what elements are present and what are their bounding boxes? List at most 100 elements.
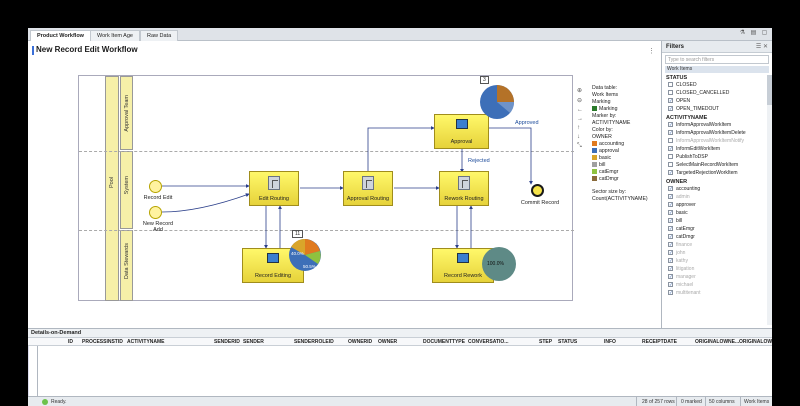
commit-record-event[interactable] bbox=[531, 184, 544, 197]
filter-search-input[interactable]: Type to search filters bbox=[665, 55, 769, 64]
tab-product-workflow[interactable]: Product Workflow bbox=[30, 30, 91, 41]
legend-item-basic[interactable]: basic bbox=[592, 155, 660, 162]
column-header[interactable]: STEP bbox=[539, 339, 553, 345]
filter-section-activity[interactable]: ACTIVITYNAME bbox=[666, 115, 708, 121]
activity-filter-item[interactable]: InformApprovalWorkItemNotify bbox=[662, 137, 772, 145]
owner-filter-item[interactable]: ✓catDmgr bbox=[662, 233, 772, 241]
checkbox[interactable]: ✓ bbox=[668, 290, 673, 296]
approval-pie-chart[interactable] bbox=[479, 84, 515, 120]
owner-filter-item[interactable]: ✓basic bbox=[662, 209, 772, 217]
activity-filter-item[interactable]: ✓TargetedRejectionWorkItem bbox=[662, 169, 772, 177]
checkbox[interactable]: ✓ bbox=[668, 106, 673, 112]
record-rework-pie-chart[interactable] bbox=[481, 246, 517, 282]
column-header[interactable]: SENDER bbox=[243, 339, 264, 345]
checkbox[interactable] bbox=[668, 162, 673, 168]
filter-section-status[interactable]: STATUS bbox=[666, 75, 688, 81]
checkbox[interactable]: ✓ bbox=[668, 234, 673, 240]
checkbox[interactable]: ✓ bbox=[668, 218, 673, 224]
checkbox[interactable]: ✓ bbox=[668, 194, 673, 200]
owner-filter-item[interactable]: ✓bill bbox=[662, 217, 772, 225]
column-header[interactable]: ID bbox=[68, 339, 73, 345]
filter-panel-icon[interactable]: ⚗ bbox=[739, 30, 746, 36]
checkbox[interactable]: ✓ bbox=[668, 274, 673, 280]
pan-up-icon[interactable]: ↑ bbox=[577, 125, 580, 131]
owner-filter-item[interactable]: ✓finance bbox=[662, 241, 772, 249]
status-table[interactable]: Work Items bbox=[744, 399, 770, 405]
column-header[interactable]: ORIGINALOW bbox=[739, 339, 772, 345]
activity-filter-item[interactable]: ✓InformApprovalWorkItem bbox=[662, 121, 772, 129]
status-filter-item[interactable]: ✓OPEN bbox=[662, 97, 772, 105]
column-header[interactable]: CONVERSATIO... bbox=[468, 339, 509, 345]
layout-icon[interactable]: ▤ bbox=[750, 30, 757, 36]
edit-routing-task[interactable]: Edit Routing bbox=[249, 171, 299, 206]
checkbox[interactable]: ✓ bbox=[668, 170, 673, 176]
pan-down-icon[interactable]: ↓ bbox=[577, 134, 580, 140]
checkbox[interactable]: ✓ bbox=[668, 122, 673, 128]
column-header[interactable]: ACTIVITYNAME bbox=[127, 339, 165, 345]
owner-filter-item[interactable]: ✓john bbox=[662, 249, 772, 257]
column-header[interactable]: DOCUMENTTYPE bbox=[423, 339, 465, 345]
status-filter-item[interactable]: CLOSED_CANCELLED bbox=[662, 89, 772, 97]
activity-filter-item[interactable]: ✓InformEditWorkItem bbox=[662, 145, 772, 153]
owner-filter-item[interactable]: ✓accounting bbox=[662, 185, 772, 193]
legend-item-approval[interactable]: approval bbox=[592, 148, 660, 155]
zoom-out-icon[interactable]: ⊖ bbox=[577, 98, 583, 104]
checkbox[interactable]: ✓ bbox=[668, 130, 673, 136]
owner-filter-item[interactable]: ✓approver bbox=[662, 201, 772, 209]
approval-routing-task[interactable]: Approval Routing bbox=[343, 171, 393, 206]
column-header[interactable]: OWNERID bbox=[348, 339, 373, 345]
legend-item-catemgr[interactable]: catEmgr bbox=[592, 169, 660, 176]
maximize-icon[interactable]: ▢ bbox=[761, 30, 768, 36]
checkbox[interactable]: ✓ bbox=[668, 186, 673, 192]
filters-scrollbar[interactable] bbox=[767, 75, 772, 325]
checkbox[interactable]: ✓ bbox=[668, 202, 673, 208]
checkbox[interactable]: ✓ bbox=[668, 282, 673, 288]
column-header[interactable]: PROCESSINSTID bbox=[82, 339, 123, 345]
checkbox[interactable]: ✓ bbox=[668, 250, 673, 256]
checkbox[interactable]: ✓ bbox=[668, 146, 673, 152]
activity-filter-item[interactable]: ✓InformApprovalWorkItemDelete bbox=[662, 129, 772, 137]
tab-raw-data[interactable]: Raw Data bbox=[140, 30, 179, 41]
filter-menu-icon[interactable]: ☰ bbox=[755, 44, 762, 50]
checkbox[interactable]: ✓ bbox=[668, 98, 673, 104]
record-editing-pie-chart[interactable] bbox=[288, 238, 322, 272]
pan-left-icon[interactable]: ← bbox=[577, 107, 583, 113]
fit-icon[interactable]: ⤡ bbox=[577, 143, 582, 149]
owner-filter-item[interactable]: ✓manager bbox=[662, 273, 772, 281]
filter-section-owner[interactable]: OWNER bbox=[666, 179, 688, 185]
checkbox[interactable]: ✓ bbox=[668, 210, 673, 216]
column-header[interactable]: SENDERROLEID bbox=[294, 339, 334, 345]
column-header[interactable]: OWNER bbox=[378, 339, 398, 345]
approval-task[interactable]: Approval bbox=[434, 114, 489, 149]
owner-filter-item[interactable]: ✓kathy bbox=[662, 257, 772, 265]
new-record-add-event[interactable] bbox=[149, 206, 162, 219]
owner-filter-item[interactable]: ✓admin bbox=[662, 193, 772, 201]
activity-filter-item[interactable]: PublishToDSP bbox=[662, 153, 772, 161]
legend-item-catdmgr[interactable]: catDmgr bbox=[592, 176, 660, 183]
legend-item-accounting[interactable]: accounting bbox=[592, 141, 660, 148]
tab-work-item-age[interactable]: Work Item Age bbox=[90, 30, 140, 41]
record-edit-event[interactable] bbox=[149, 180, 162, 193]
column-header[interactable]: INFO bbox=[604, 339, 616, 345]
column-header[interactable]: STATUS bbox=[558, 339, 578, 345]
close-icon[interactable]: ✕ bbox=[762, 44, 768, 50]
checkbox[interactable] bbox=[668, 82, 673, 88]
column-header[interactable]: RECEIPTDATE bbox=[642, 339, 677, 345]
checkbox[interactable]: ✓ bbox=[668, 242, 673, 248]
checkbox[interactable] bbox=[668, 138, 673, 144]
checkbox[interactable]: ✓ bbox=[668, 266, 673, 272]
owner-filter-item[interactable]: ✓litigation bbox=[662, 265, 772, 273]
rework-routing-task[interactable]: Rework Routing bbox=[439, 171, 489, 206]
pan-right-icon[interactable]: → bbox=[577, 116, 583, 122]
checkbox[interactable]: ✓ bbox=[668, 258, 673, 264]
legend-item-bill[interactable]: bill bbox=[592, 162, 660, 169]
zoom-in-icon[interactable]: ⊕ bbox=[577, 88, 583, 94]
column-header[interactable]: ORIGINALOWNE... bbox=[695, 339, 740, 345]
filter-group-header[interactable]: Work Items bbox=[665, 66, 769, 73]
owner-filter-item[interactable]: ✓catEmgr bbox=[662, 225, 772, 233]
checkbox[interactable] bbox=[668, 154, 673, 160]
activity-filter-item[interactable]: SelectMainRecordWorkItem bbox=[662, 161, 772, 169]
owner-filter-item[interactable]: ✓multitenant bbox=[662, 289, 772, 297]
column-header[interactable]: SENDERID bbox=[214, 339, 240, 345]
status-filter-item[interactable]: CLOSED bbox=[662, 81, 772, 89]
